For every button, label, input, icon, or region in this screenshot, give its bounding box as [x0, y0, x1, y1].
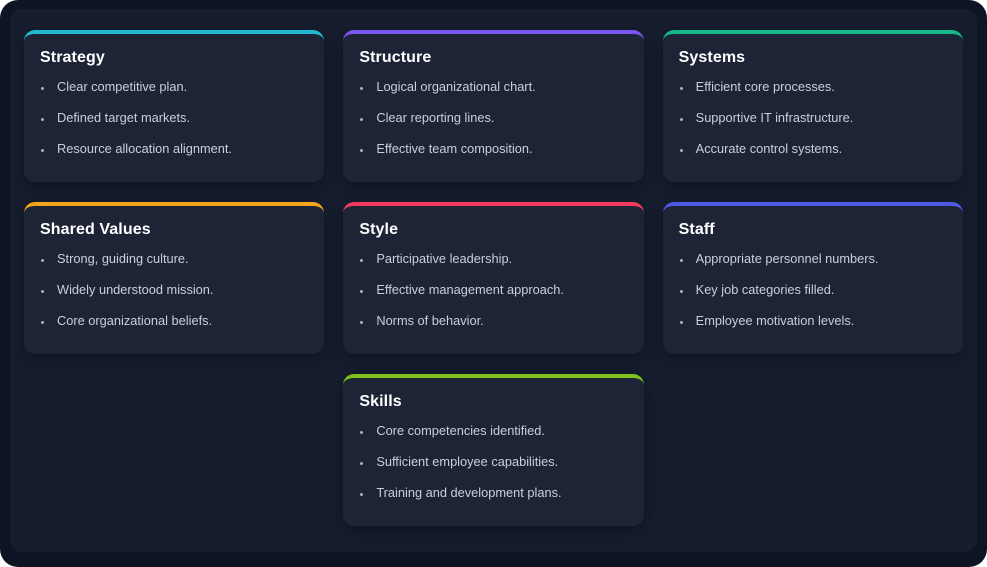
list-item: Participative leadership.: [359, 244, 627, 275]
card-title: Strategy: [40, 49, 105, 66]
list-item: Strong, guiding culture.: [40, 244, 308, 275]
card-item-list: Logical organizational chart.Clear repor…: [359, 72, 627, 165]
list-item: Sufficient employee capabilities.: [359, 447, 627, 478]
card-item-list: Strong, guiding culture.Widely understoo…: [40, 244, 308, 337]
framework-card-staff: Staff Appropriate personnel numbers.Key …: [662, 202, 963, 354]
card-title: Systems: [678, 49, 746, 66]
framework-card-structure: Structure Logical organizational chart.C…: [343, 30, 644, 182]
list-item: Training and development plans.: [359, 478, 627, 509]
list-item: Clear reporting lines.: [359, 103, 627, 134]
framework-card-shared-values: Shared Values Strong, guiding culture.Wi…: [24, 202, 325, 354]
framework-cards-grid: Strategy Clear competitive plan.Defined …: [10, 9, 977, 547]
list-item: Supportive IT infrastructure.: [679, 103, 947, 134]
content-surface: Strategy Clear competitive plan.Defined …: [10, 9, 977, 552]
list-item: Appropriate personnel numbers.: [679, 244, 947, 275]
list-item: Widely understood mission.: [40, 275, 308, 306]
list-item: Effective team composition.: [359, 134, 627, 165]
list-item: Employee motivation levels.: [679, 306, 947, 337]
card-title: Skills: [359, 393, 402, 410]
list-item: Accurate control systems.: [679, 134, 947, 165]
card-item-list: Efficient core processes.Supportive IT i…: [679, 72, 947, 165]
card-title: Staff: [678, 221, 715, 238]
list-item: Clear competitive plan.: [40, 72, 308, 103]
framework-card-strategy: Strategy Clear competitive plan.Defined …: [24, 30, 325, 182]
list-item: Key job categories filled.: [679, 275, 947, 306]
list-item: Core organizational beliefs.: [40, 306, 308, 337]
list-item: Effective management approach.: [359, 275, 627, 306]
framework-card-skills: Skills Core competencies identified.Suff…: [343, 374, 644, 526]
card-title: Style: [359, 221, 399, 238]
framework-card-systems: Systems Efficient core processes.Support…: [662, 30, 963, 182]
list-item: Core competencies identified.: [359, 416, 627, 447]
card-title: Structure: [359, 49, 432, 66]
card-item-list: Participative leadership.Effective manag…: [359, 244, 627, 337]
card-item-list: Appropriate personnel numbers.Key job ca…: [679, 244, 947, 337]
card-item-list: Clear competitive plan.Defined target ma…: [40, 72, 308, 165]
card-title: Shared Values: [40, 221, 151, 238]
list-item: Norms of behavior.: [359, 306, 627, 337]
list-item: Defined target markets.: [40, 103, 308, 134]
card-item-list: Core competencies identified.Sufficient …: [359, 416, 627, 509]
framework-card-style: Style Participative leadership.Effective…: [343, 202, 644, 354]
list-item: Efficient core processes.: [679, 72, 947, 103]
list-item: Logical organizational chart.: [359, 72, 627, 103]
list-item: Resource allocation alignment.: [40, 134, 308, 165]
